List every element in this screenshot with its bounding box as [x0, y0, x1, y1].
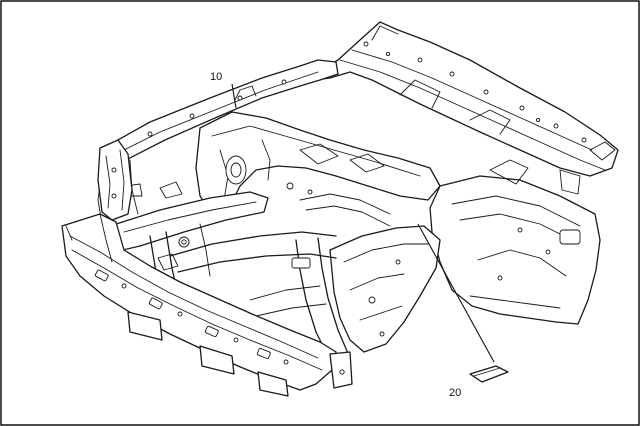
left-wheelhouse: [329, 225, 441, 353]
callout-10: 10: [210, 71, 222, 83]
upper-rail-left: [97, 59, 339, 225]
left-front-post: [97, 139, 133, 221]
leader-10: [231, 83, 237, 109]
callout-leaders: [231, 83, 495, 363]
part-20-bracket: [469, 365, 509, 383]
leader-20: [417, 223, 495, 363]
callout-20: 20: [449, 387, 461, 399]
front-bumper-beam: [61, 213, 337, 391]
right-wheelhouse: [429, 159, 601, 325]
lower-brackets: [127, 311, 353, 397]
cowl-panel: [299, 21, 619, 177]
inner-frame-rails: [169, 193, 391, 361]
